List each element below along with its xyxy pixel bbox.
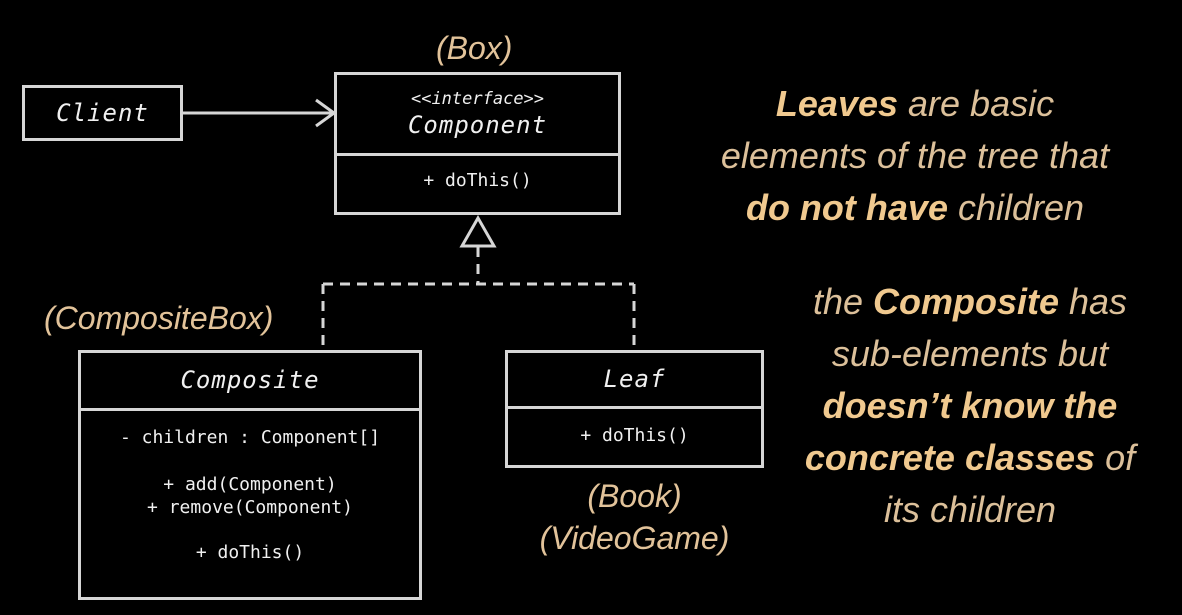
composite-divider <box>81 408 419 411</box>
leaves-note: Leaves are basic elements of the tree th… <box>660 78 1170 234</box>
composite-method-remove: + remove(Component) <box>147 497 353 518</box>
component-method: + doThis() <box>423 170 532 191</box>
leaves-note-line-1: Leaves are basic <box>775 83 1055 124</box>
leaf-divider <box>508 406 761 409</box>
composite-note-line-4: concrete classes of <box>804 437 1136 478</box>
composite-field: - children : Component[] <box>119 427 381 448</box>
component-divider <box>337 153 618 156</box>
leaves-note-line-2: elements of the tree that <box>720 135 1110 176</box>
leaves-note-line-3: do not have children <box>745 187 1085 228</box>
composite-class-box: Composite - children : Component[] + add… <box>78 350 422 600</box>
leaf-class-name: Leaf <box>603 365 666 393</box>
composite-method-do: + doThis() <box>195 542 305 563</box>
realization-triangle <box>459 214 497 248</box>
composite-note-line-2: sub-elements but <box>831 333 1109 374</box>
leaf-class-box: Leaf + doThis() <box>505 350 764 468</box>
realization-dashed-lines <box>321 247 636 352</box>
component-interface-box: <<interface>> Component + doThis() <box>334 72 621 215</box>
videogame-label: (VideoGame) <box>539 520 730 556</box>
book-label: (Book) <box>587 478 682 514</box>
composite-note-line-1: the Composite has <box>812 281 1128 322</box>
client-class-box: Client <box>22 85 183 141</box>
leaf-method: + doThis() <box>580 425 689 446</box>
composite-class-name: Composite <box>180 366 320 394</box>
client-class-name: Client <box>56 99 149 127</box>
box-label: (Box) <box>436 30 513 66</box>
component-name: Component <box>407 111 548 139</box>
component-stereotype: <<interface>> <box>410 89 545 109</box>
composite-box-label: (CompositeBox) <box>44 300 274 336</box>
composite-method-add: + add(Component) <box>163 474 337 495</box>
composite-note-line-3: doesn’t know the <box>822 385 1118 426</box>
composite-note-line-5: its children <box>883 489 1057 530</box>
composite-note: the Composite has sub-elements but doesn… <box>760 276 1180 536</box>
